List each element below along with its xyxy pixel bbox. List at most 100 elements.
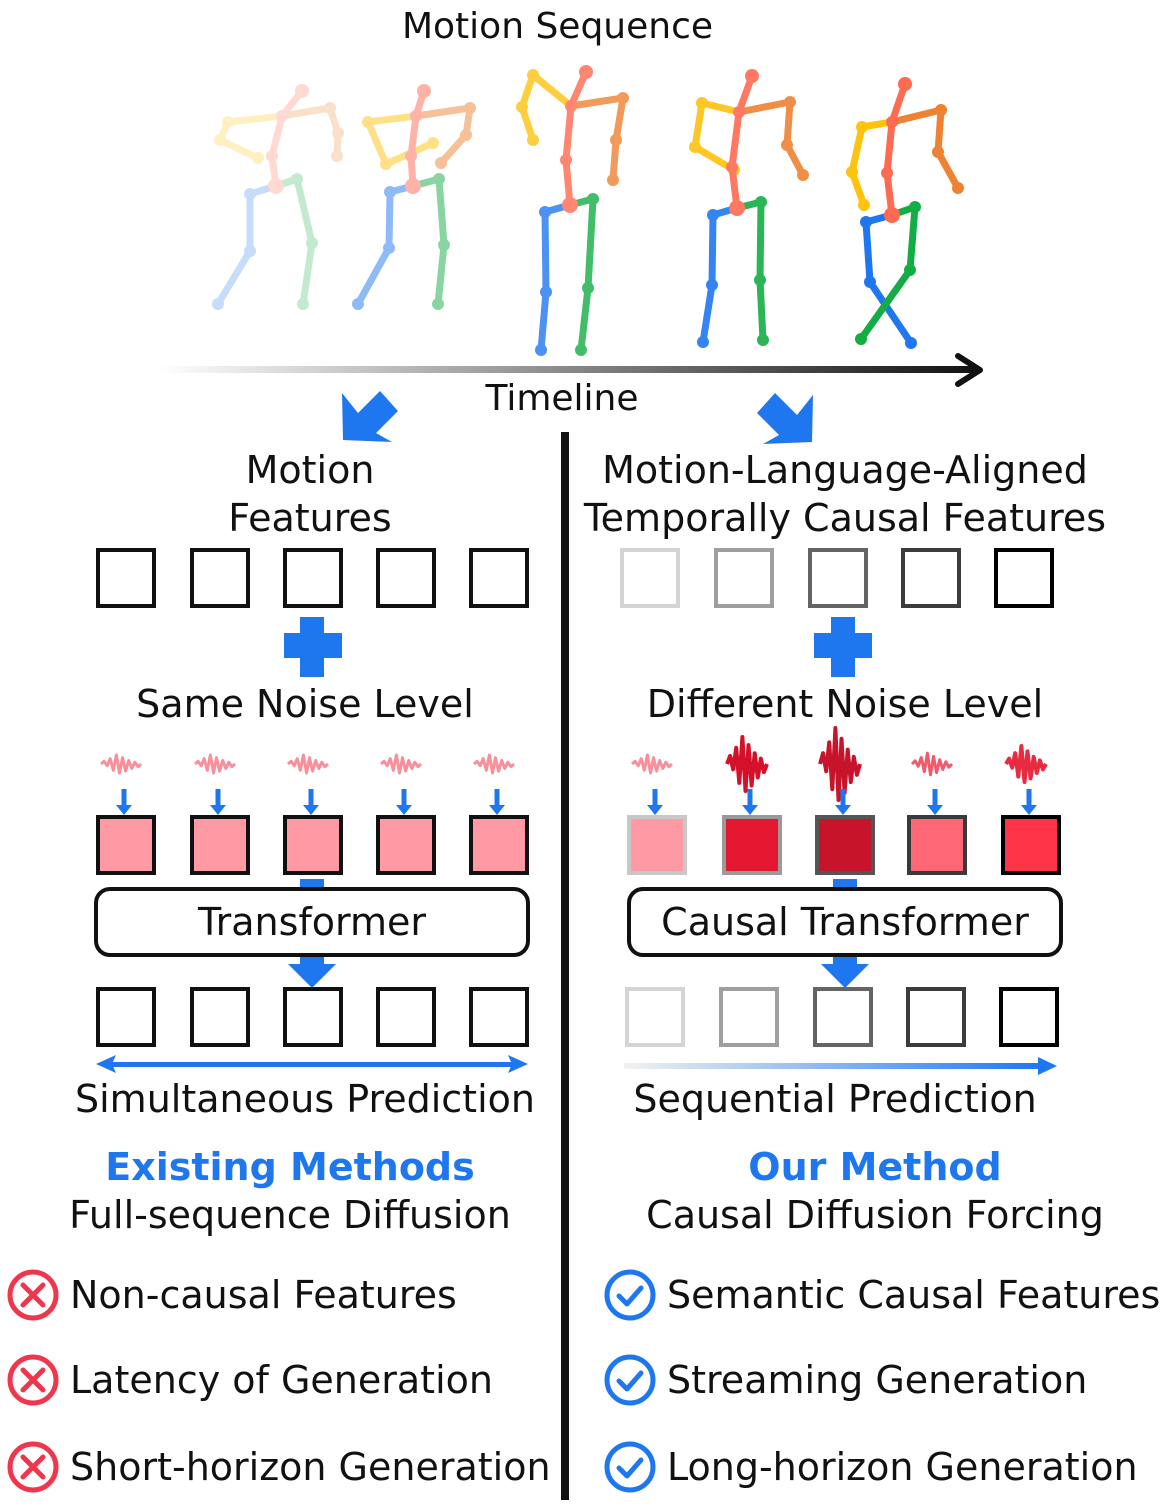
arrow-down-icon bbox=[927, 789, 943, 815]
transformer-block: Transformer bbox=[94, 887, 530, 957]
left-list-item: Non-causal Features bbox=[6, 1268, 457, 1322]
left-method-title: Existing Methods bbox=[105, 1145, 475, 1189]
feature-box bbox=[901, 548, 961, 608]
noisy-feature-box bbox=[96, 815, 156, 875]
arrow-down-icon bbox=[835, 789, 851, 815]
output-box bbox=[190, 987, 250, 1047]
skeleton-frame bbox=[352, 84, 476, 310]
left-list-label: Non-causal Features bbox=[70, 1273, 457, 1317]
output-box bbox=[96, 987, 156, 1047]
noise-signal-icon bbox=[100, 753, 142, 775]
noisy-feature-box bbox=[283, 815, 343, 875]
x-circle-icon bbox=[7, 1354, 59, 1406]
output-box bbox=[906, 987, 966, 1047]
feature-box bbox=[994, 548, 1054, 608]
right-list-item: Semantic Causal Features bbox=[603, 1268, 1160, 1322]
transformer-output-arrow-left bbox=[288, 956, 336, 988]
left-features-title-line1: Motion bbox=[245, 448, 375, 492]
left-list-label: Short-horizon Generation bbox=[70, 1445, 551, 1489]
feature-box bbox=[808, 548, 868, 608]
noise-signal-icon bbox=[818, 726, 862, 802]
output-box bbox=[999, 987, 1059, 1047]
right-list-item: Streaming Generation bbox=[603, 1353, 1087, 1407]
noisy-feature-box bbox=[190, 815, 250, 875]
arrow-down-icon bbox=[647, 789, 663, 815]
arrow-down-icon bbox=[742, 789, 758, 815]
right-features-title-line2: Temporally Causal Features bbox=[583, 496, 1107, 540]
arrow-down-left-icon bbox=[342, 391, 398, 442]
left-list-label: Latency of Generation bbox=[70, 1358, 493, 1402]
motion-sequence-skeletons bbox=[212, 65, 964, 356]
timeline-label: Timeline bbox=[485, 378, 639, 419]
check-circle-icon bbox=[604, 1269, 656, 1321]
causal-transformer-label: Causal Transformer bbox=[661, 900, 1029, 944]
causal-transformer-block: Causal Transformer bbox=[627, 887, 1063, 957]
noise-signal-icon bbox=[473, 753, 515, 775]
feature-box bbox=[469, 548, 529, 608]
right-method-title: Our Method bbox=[748, 1145, 1002, 1189]
check-circle-icon bbox=[604, 1354, 656, 1406]
output-box bbox=[625, 987, 685, 1047]
right-list-label: Streaming Generation bbox=[667, 1358, 1088, 1402]
right-features-title-line1: Motion-Language-Aligned bbox=[602, 448, 1088, 492]
feature-box bbox=[283, 548, 343, 608]
noise-signal-icon bbox=[287, 753, 329, 775]
transformer-label: Transformer bbox=[197, 900, 427, 944]
feature-box bbox=[190, 548, 250, 608]
diagram-title: Motion Sequence bbox=[401, 6, 714, 47]
noisy-feature-box bbox=[722, 815, 782, 875]
feature-box bbox=[96, 548, 156, 608]
arrow-down-icon bbox=[489, 789, 505, 815]
arrow-down-icon bbox=[116, 789, 132, 815]
right-list-item: Long-horizon Generation bbox=[603, 1440, 1138, 1494]
output-box bbox=[469, 987, 529, 1047]
left-features-title-line2: Features bbox=[228, 496, 392, 540]
check-circle-icon bbox=[604, 1441, 656, 1493]
right-prediction-label: Sequential Prediction bbox=[633, 1077, 1037, 1121]
arrow-down-icon bbox=[210, 789, 226, 815]
plus-icon-left bbox=[284, 617, 342, 677]
noise-signal-icon bbox=[910, 751, 954, 777]
noisy-feature-box bbox=[376, 815, 436, 875]
x-circle-icon bbox=[7, 1269, 59, 1321]
feature-box bbox=[376, 548, 436, 608]
skeleton-frame bbox=[689, 69, 809, 348]
plus-icon-right bbox=[814, 617, 872, 677]
noise-signal-icon bbox=[631, 753, 673, 775]
output-box bbox=[813, 987, 873, 1047]
noisy-feature-box bbox=[907, 815, 967, 875]
right-noise-label: Different Noise Level bbox=[646, 682, 1044, 726]
noise-signal-icon bbox=[725, 735, 769, 793]
noisy-feature-box bbox=[815, 815, 875, 875]
timeline-arrow bbox=[160, 353, 983, 387]
left-prediction-label: Simultaneous Prediction bbox=[75, 1077, 535, 1121]
arrow-down-right-icon bbox=[757, 393, 813, 444]
noise-signal-icon bbox=[380, 753, 422, 775]
noisy-feature-box bbox=[627, 815, 687, 875]
right-list-label: Long-horizon Generation bbox=[667, 1445, 1138, 1489]
right-method-subtitle: Causal Diffusion Forcing bbox=[646, 1193, 1104, 1237]
x-circle-icon bbox=[7, 1441, 59, 1493]
left-method-subtitle: Full-sequence Diffusion bbox=[69, 1193, 511, 1237]
left-list-item: Latency of Generation bbox=[6, 1353, 493, 1407]
output-box bbox=[719, 987, 779, 1047]
arrow-down-icon bbox=[396, 789, 412, 815]
right-list-label: Semantic Causal Features bbox=[667, 1273, 1161, 1317]
output-box bbox=[283, 987, 343, 1047]
skeleton-frame bbox=[516, 65, 629, 356]
noise-signal-icon bbox=[1004, 744, 1048, 784]
simultaneous-prediction-arrow bbox=[96, 1055, 528, 1073]
feature-box bbox=[620, 548, 680, 608]
noise-signal-icon bbox=[194, 753, 236, 775]
section-divider bbox=[561, 432, 569, 1500]
noisy-feature-box bbox=[469, 815, 529, 875]
feature-box bbox=[714, 548, 774, 608]
sequential-prediction-arrow bbox=[624, 1057, 1057, 1075]
noisy-feature-box bbox=[1001, 815, 1061, 875]
left-noise-label: Same Noise Level bbox=[136, 682, 474, 726]
arrow-down-icon bbox=[1021, 789, 1037, 815]
skeleton-frame bbox=[212, 84, 344, 310]
skeleton-frame bbox=[846, 77, 964, 349]
